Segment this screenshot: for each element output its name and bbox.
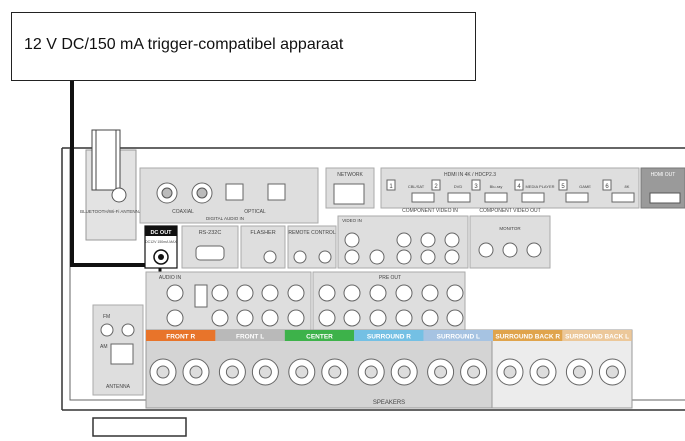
svg-text:OPTICAL: OPTICAL	[244, 209, 266, 215]
svg-text:VIDEO IN: VIDEO IN	[342, 218, 362, 223]
trigger-cable	[70, 81, 160, 267]
speaker-group-5: SURROUND L	[423, 330, 493, 386]
speaker-group-label: SURROUND L	[437, 334, 480, 341]
speaker-group-3: CENTER	[284, 330, 355, 386]
svg-text:FLASHER: FLASHER	[250, 230, 275, 236]
speaker-group-label: CENTER	[306, 334, 333, 341]
svg-text:5: 5	[561, 184, 565, 190]
svg-text:FM: FM	[103, 314, 110, 320]
svg-text:AM: AM	[100, 344, 108, 350]
speaker-group-7: SURROUND BACK L	[562, 330, 632, 386]
svg-text:HDMI OUT: HDMI OUT	[651, 172, 676, 178]
hdmi-in-block: HDMI IN 4K / HDCP2.3 1 2 3 4 5 6 CBL/SAT…	[380, 167, 640, 209]
fm-am-antenna-block: FM AM ANTENNA	[92, 304, 144, 396]
speaker-group-label: FRONT L	[236, 334, 264, 341]
remote-control-ports: REMOTE CONTROL	[287, 225, 337, 269]
speaker-group-label: FRONT R	[166, 334, 195, 341]
hdmi-out-block: HDMI OUT	[640, 167, 685, 209]
speaker-group-6: SURROUND BACK R	[493, 330, 563, 386]
speaker-group-label: SURROUND R	[367, 334, 411, 341]
speaker-group-2: FRONT L	[215, 330, 285, 386]
trigger-device-label: 12 V DC/150 mA trigger-compatibel appara…	[24, 36, 344, 53]
dc-out-port: DC OUT DC12V 150mA MAX	[144, 225, 178, 269]
svg-text:3: 3	[474, 184, 478, 190]
svg-text:RS-232C: RS-232C	[199, 230, 222, 236]
svg-text:2: 2	[434, 184, 438, 190]
svg-text:6: 6	[605, 184, 609, 190]
svg-text:PRE OUT: PRE OUT	[379, 275, 401, 281]
bluetooth-antenna-icon: BLUETOOTH/Wi-Fi ANTENNA	[80, 129, 142, 241]
speaker-group-1: FRONT R	[146, 330, 216, 386]
antenna-label: BLUETOOTH/Wi-Fi ANTENNA	[80, 209, 142, 214]
svg-text:REMOTE CONTROL: REMOTE CONTROL	[288, 230, 335, 236]
digital-audio-in: COAXIAL OPTICAL DIGITAL AUDIO IN	[139, 167, 319, 224]
speakers-block: SPEAKERS	[145, 329, 633, 409]
audio-in-block: AUDIO IN	[145, 271, 312, 335]
svg-text:AUDIO IN: AUDIO IN	[159, 275, 182, 281]
flasher-port: FLASHER	[240, 225, 286, 269]
svg-text:SPEAKERS: SPEAKERS	[373, 400, 405, 406]
svg-text:CBL/SAT: CBL/SAT	[408, 184, 425, 189]
component-out-block: COMPONENT VIDEO OUT MONITOR	[469, 208, 551, 269]
svg-text:MONITOR: MONITOR	[499, 226, 521, 231]
speaker-group-label: SURROUND BACK R	[495, 334, 560, 341]
pre-out-block: PRE OUT	[312, 271, 466, 335]
svg-text:DC OUT: DC OUT	[150, 230, 172, 236]
svg-text:DIGITAL AUDIO IN: DIGITAL AUDIO IN	[206, 216, 244, 221]
svg-text:MEDIA PLAYER: MEDIA PLAYER	[525, 184, 554, 189]
svg-text:COAXIAL: COAXIAL	[172, 209, 194, 215]
svg-text:DC12V 150mA MAX: DC12V 150mA MAX	[145, 240, 177, 244]
trigger-device-box	[11, 12, 476, 81]
speaker-group-4: SURROUND R	[354, 330, 424, 386]
video-in-block: VIDEO IN COMPONENT VIDEO IN	[337, 208, 469, 269]
svg-text:NETWORK: NETWORK	[337, 172, 363, 178]
svg-text:HDMI IN 4K / HDCP2.3: HDMI IN 4K / HDCP2.3	[444, 172, 496, 178]
speaker-groups: FRONT R FRONT L CENTER SURROUND R SURROUND L…	[146, 330, 632, 386]
svg-text:GAME: GAME	[579, 184, 591, 189]
svg-text:Blu-ray: Blu-ray	[490, 184, 503, 189]
svg-text:8K: 8K	[625, 184, 630, 189]
svg-text:1: 1	[389, 184, 393, 190]
svg-text:4: 4	[517, 184, 521, 190]
svg-text:DVD: DVD	[454, 184, 463, 189]
network-port: NETWORK	[325, 167, 375, 209]
speaker-group-label: SURROUND BACK L	[565, 334, 629, 341]
rs232c-port: RS-232C	[181, 225, 239, 269]
svg-text:COMPONENT VIDEO IN: COMPONENT VIDEO IN	[402, 208, 458, 214]
svg-text:COMPONENT VIDEO OUT: COMPONENT VIDEO OUT	[479, 208, 540, 214]
svg-text:ANTENNA: ANTENNA	[106, 384, 131, 390]
